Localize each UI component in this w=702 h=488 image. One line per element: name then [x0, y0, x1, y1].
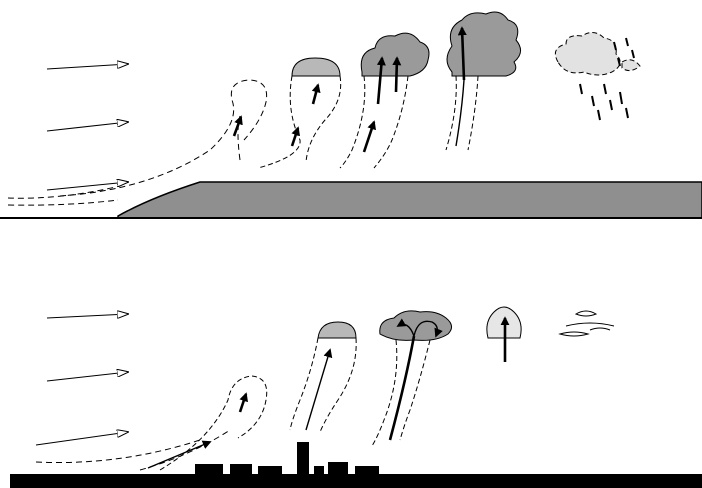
orographic-lifting-panel: [0, 11, 702, 219]
airflow-line: [319, 337, 357, 433]
outflow-arrow: [413, 320, 443, 338]
cloud-small: [291, 57, 341, 77]
updraft-arrow: [147, 440, 212, 469]
cloud-medium: [379, 310, 452, 341]
precipitation-streaks: [579, 37, 635, 121]
updraft-arrow: [457, 26, 467, 81]
airflow-line: [399, 339, 431, 441]
ground-bar: [10, 474, 702, 488]
airflow-line: [455, 79, 465, 147]
updraft-arrow: [311, 83, 321, 105]
airflow-line: [289, 337, 319, 431]
airflow-line: [371, 339, 398, 447]
cloud-small: [317, 321, 357, 339]
updraft-arrow: [290, 126, 300, 147]
updraft-arrow: [238, 392, 248, 413]
wind-arrow: [46, 372, 128, 382]
airflow-line: [445, 75, 457, 151]
cloud-large: [446, 11, 521, 77]
airflow-line: [467, 75, 479, 151]
airflow-line: [59, 79, 268, 197]
cloud-dissipating: [554, 32, 621, 76]
wind-arrow: [35, 432, 128, 446]
updraft-arrow: [362, 120, 376, 153]
cloud-fragment: [621, 59, 641, 72]
updraft-arrow: [232, 115, 243, 137]
slope-terrain: [117, 181, 702, 219]
airflow-line: [373, 75, 409, 169]
airflow-line: [159, 375, 268, 471]
wind-arrow: [46, 122, 128, 132]
updraft-arrow: [392, 56, 402, 93]
airflow-line: [35, 439, 201, 464]
urban-heat-lifting-panel: [10, 306, 702, 488]
updraft-arrow: [376, 56, 386, 105]
wind-arrow: [46, 314, 128, 319]
cloud-medium: [360, 32, 430, 77]
cloud-wisps: [558, 310, 615, 337]
wind-arrow: [46, 64, 128, 70]
outflow-arrow: [396, 318, 415, 337]
wind-arrow: [46, 182, 128, 191]
airflow-line: [257, 75, 301, 169]
city-buildings: [195, 442, 379, 476]
airflow-line: [339, 75, 366, 169]
updraft-path: [305, 348, 333, 431]
airflow-line: [305, 75, 342, 163]
updraft-path: [388, 335, 416, 441]
airflow-line: [7, 199, 119, 206]
